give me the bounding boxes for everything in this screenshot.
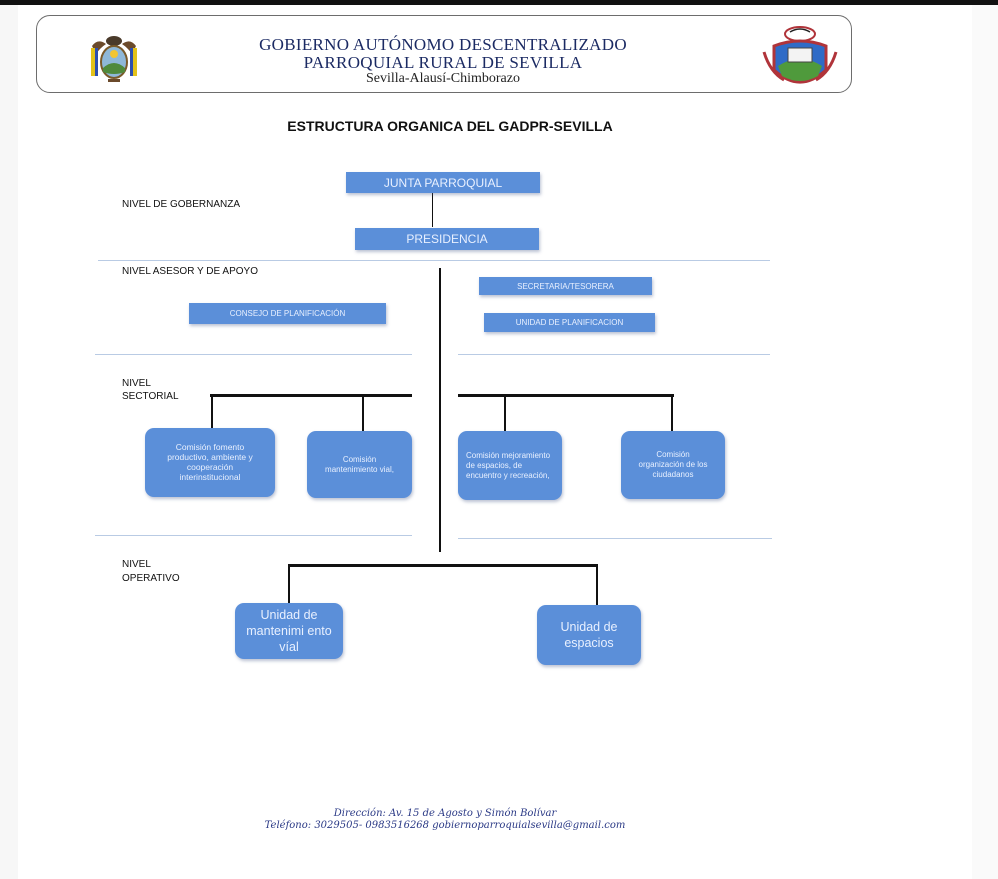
node-comision-organizacion: Comisión organización de los ciudadanos <box>621 431 725 499</box>
node-secretaria-tesorera: SECRETARIA/TESORERA <box>479 277 652 295</box>
node-consejo-planificacion: CONSEJO DE PLANIFICACIÓN <box>189 303 386 324</box>
level-label-gobernanza: NIVEL DE GOBERNANZA <box>122 199 240 210</box>
connector-to-comision-organizacion <box>671 396 673 431</box>
footer-address: Dirección: Av. 15 de Agosto y Simón Bolí… <box>333 808 557 819</box>
level-label-operativo-line2: OPERATIVO <box>122 573 180 584</box>
connector-sectorial-bar-left <box>210 394 412 397</box>
connector-to-unidad-vial <box>288 565 290 603</box>
node-unidad-mantenimiento-vial: Unidad de mantenimi ento víal <box>235 603 343 659</box>
connector-main-vertical <box>439 268 441 552</box>
parish-coat-of-arms-icon <box>762 26 838 84</box>
connector-to-comision-espacios <box>504 396 506 431</box>
node-comision-fomento: Comisión fomento productivo, ambiente y … <box>145 428 275 497</box>
node-comision-vial: Comisión mantenimiento vial, <box>307 431 412 498</box>
level-label-operativo-line1: NIVEL <box>122 559 151 570</box>
footer-contact: Teléfono: 3029505- 0983516268 gobiernopa… <box>264 820 626 831</box>
separator-sectorial-right <box>458 538 772 539</box>
org-chart-title: ESTRUCTURA ORGANICA DEL GADPR-SEVILLA <box>287 118 613 134</box>
letterhead-title-line1: GOBIERNO AUTÓNOMO DESCENTRALIZADO <box>259 35 627 54</box>
node-unidad-espacios: Unidad de espacios <box>537 605 641 665</box>
scan-top-border <box>0 0 998 5</box>
connector-operativo-bar <box>288 564 598 567</box>
separator-gobernanza <box>98 260 770 261</box>
node-presidencia: PRESIDENCIA <box>355 228 539 250</box>
separator-asesor-right <box>458 354 770 355</box>
connector-to-comision-vial <box>362 396 364 431</box>
scan-left-edge <box>0 5 18 879</box>
letterhead-frame <box>36 15 852 93</box>
scan-right-edge <box>972 5 998 879</box>
node-junta-parroquial: JUNTA PARROQUIAL <box>346 172 540 193</box>
connector-junta-presidencia <box>432 192 433 227</box>
connector-sectorial-bar-right <box>458 394 674 397</box>
level-label-asesor: NIVEL ASESOR Y DE APOYO <box>122 266 258 277</box>
national-coat-of-arms-icon <box>91 36 137 82</box>
level-label-sectorial-line1: NIVEL <box>122 378 151 389</box>
letterhead-title-line2: PARROQUIAL RURAL DE SEVILLA <box>303 53 583 72</box>
connector-to-comision-fomento <box>211 396 213 428</box>
separator-sectorial-left <box>95 535 412 536</box>
separator-asesor-left <box>95 354 412 355</box>
node-comision-espacios: Comisión mejoramiento de espacios, de en… <box>458 431 562 500</box>
level-label-sectorial-line2: SECTORIAL <box>122 391 179 402</box>
node-unidad-planificacion: UNIDAD DE PLANIFICACION <box>484 313 655 332</box>
letterhead-location: Sevilla-Alausí-Chimborazo <box>366 71 520 86</box>
connector-to-unidad-espacios <box>596 565 598 605</box>
